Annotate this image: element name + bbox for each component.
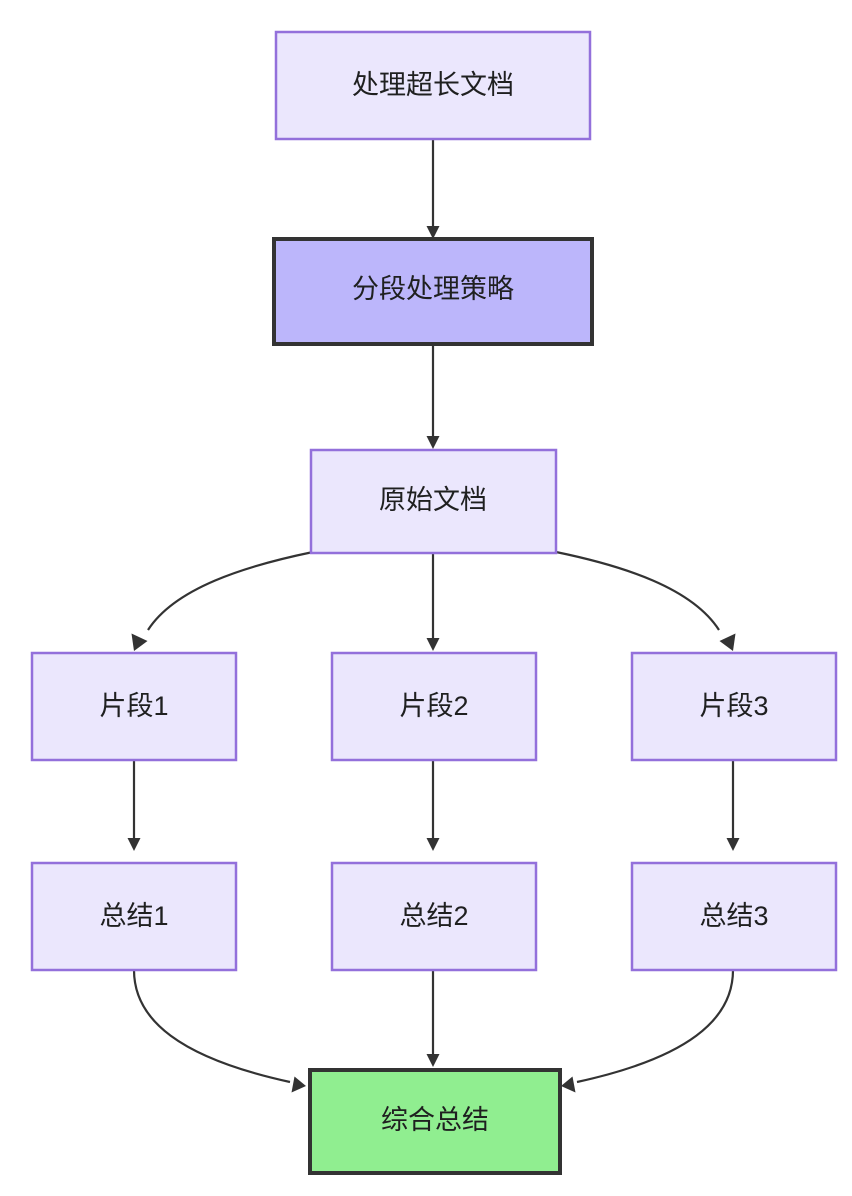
edge-layer [127,139,740,1093]
node-chunk2-box[interactable] [330,651,538,762]
node-summary2[interactable]: 总结2 [330,861,538,972]
node-summary3[interactable]: 总结3 [630,861,838,972]
edge-raw-doc-to-chunk1 [131,550,314,651]
node-summary3-box[interactable] [630,861,838,972]
node-final-summary[interactable]: 综合总结 [308,1068,562,1175]
node-chunk3[interactable]: 片段3 [630,651,838,762]
node-doc-task-box[interactable] [274,30,592,141]
node-final-summary-box[interactable] [308,1068,562,1175]
node-strategy[interactable]: 分段处理策略 [272,237,594,346]
node-summary1[interactable]: 总结1 [30,861,238,972]
node-raw-doc-box[interactable] [309,448,558,555]
edge-summary2-to-final [426,970,440,1067]
node-chunk1[interactable]: 片段1 [30,651,238,762]
node-chunk2[interactable]: 片段2 [330,651,538,762]
node-summary1-box[interactable] [30,861,238,972]
node-summary2-box[interactable] [330,861,538,972]
node-chunk3-box[interactable] [630,651,838,762]
edge-chunk1-to-summary1 [127,761,141,851]
edge-chunk2-to-summary2 [426,761,440,851]
edge-strategy-to-raw-doc [426,345,440,449]
edge-raw-doc-to-chunk2 [426,553,440,651]
edge-raw-doc-to-chunk3 [555,550,736,651]
node-raw-doc[interactable]: 原始文档 [309,448,558,555]
node-doc-task[interactable]: 处理超长文档 [274,30,592,141]
edge-summary1-to-final [132,969,306,1093]
node-chunk1-box[interactable] [30,651,238,762]
node-layer: 处理超长文档 分段处理策略 原始文档 片段1 片段2 [30,30,838,1175]
edge-chunk3-to-summary3 [726,761,740,851]
node-strategy-box[interactable] [272,237,594,346]
edge-summary3-to-final [561,969,735,1093]
edge-doc-task-to-strategy [426,139,440,239]
